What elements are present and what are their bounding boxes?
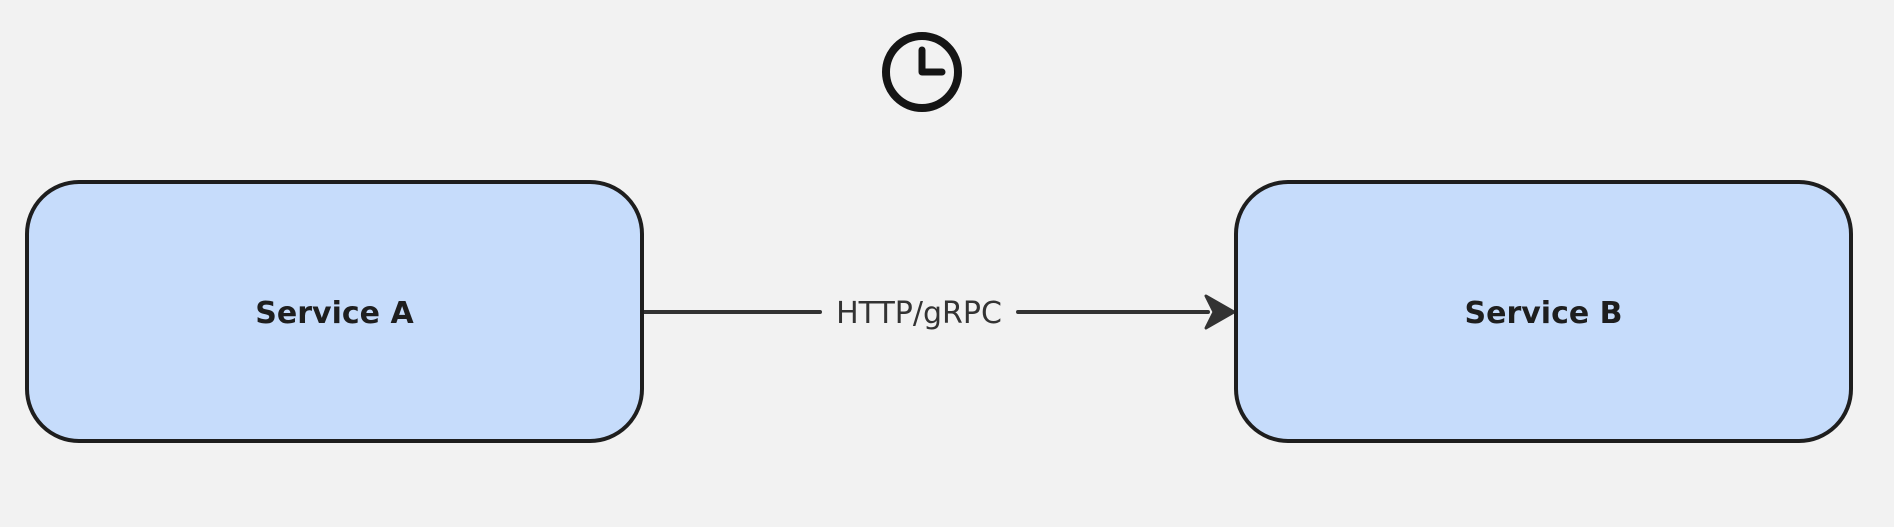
node-service-b-label: Service B <box>1464 296 1622 331</box>
edge-service-a-to-service-b: HTTP/gRPC <box>640 294 1236 331</box>
arrowhead-icon <box>1204 294 1236 330</box>
node-service-b-box[interactable] <box>1234 180 1853 443</box>
node-service-a-box[interactable] <box>25 180 644 443</box>
node-service-a[interactable]: Service A <box>25 180 644 443</box>
node-service-a-label: Service A <box>255 296 414 331</box>
clock-icon <box>882 32 962 112</box>
edge-label: HTTP/gRPC <box>836 296 1002 331</box>
node-service-b[interactable]: Service B <box>1234 180 1853 443</box>
